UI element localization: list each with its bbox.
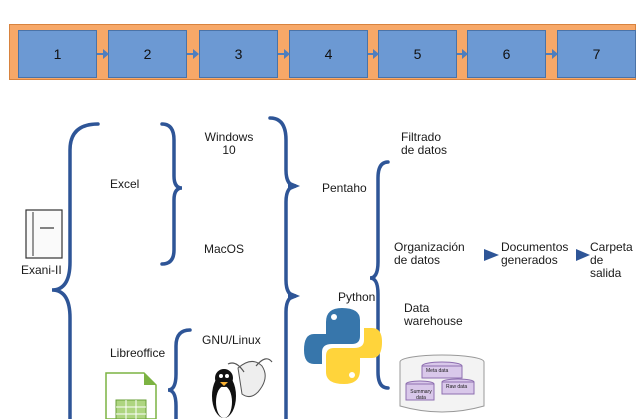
- arrow-to-carpeta: [576, 249, 590, 261]
- connector-arrow: [97, 49, 109, 59]
- step-label: 6: [502, 46, 511, 62]
- step-label: 4: [324, 46, 333, 62]
- data-warehouse-icon: [399, 354, 485, 413]
- connector-arrow: [368, 49, 379, 59]
- arrow-to-python: [288, 291, 300, 301]
- connector-arrow: [187, 49, 199, 59]
- platform-python: Python: [338, 290, 376, 304]
- brace-processes: [369, 160, 390, 390]
- arrow-to-documentos: [484, 249, 499, 261]
- brace-libreoffice: [167, 328, 192, 419]
- warehouse-meta-label: Meta data: [426, 368, 449, 374]
- step-label: 1: [53, 46, 62, 62]
- connector-arrow: [278, 49, 290, 59]
- spreadsheet-icon: [105, 372, 157, 419]
- output-carpeta: Carpeta de salida: [590, 241, 633, 280]
- python-logo-icon: [304, 308, 382, 384]
- warehouse-summary-label: Summary data: [410, 389, 432, 401]
- platform-pentaho: Pentaho: [322, 181, 367, 195]
- step-label: 7: [592, 46, 601, 62]
- warehouse-raw-label: Raw data: [446, 384, 468, 390]
- os-linux: GNU/Linux: [202, 333, 261, 347]
- os-windows: Windows 10: [204, 130, 254, 157]
- brace-right-large: [268, 116, 297, 419]
- step-4: 4: [289, 30, 368, 78]
- tool-excel: Excel: [110, 177, 140, 191]
- process-organizacion: Organización de datos: [394, 240, 465, 267]
- linux-gnu-icon: [212, 358, 273, 418]
- brace-excel: [160, 122, 183, 266]
- output-documentos: Documentos generados: [501, 240, 569, 267]
- step-1: 1: [18, 30, 97, 78]
- process-warehouse: Data warehouse: [404, 301, 463, 328]
- os-macos: MacOS: [204, 242, 245, 256]
- step-label: 3: [234, 46, 243, 62]
- arrow-to-pentaho: [288, 181, 300, 191]
- step-5: 5: [378, 30, 457, 78]
- step-3: 3: [199, 30, 278, 78]
- step-label: 2: [143, 46, 152, 62]
- source-label: Exani-II: [21, 263, 62, 277]
- tool-libreoffice: Libreoffice: [110, 346, 166, 360]
- connector-arrow: [457, 49, 468, 59]
- step-6: 6: [467, 30, 546, 78]
- connector-arrow: [546, 49, 558, 59]
- brace-left-large: [51, 122, 100, 419]
- document-icon: [25, 209, 63, 259]
- process-filtrado: Filtrado de datos: [401, 130, 448, 157]
- step-2: 2: [108, 30, 187, 78]
- step-label: 5: [413, 46, 422, 62]
